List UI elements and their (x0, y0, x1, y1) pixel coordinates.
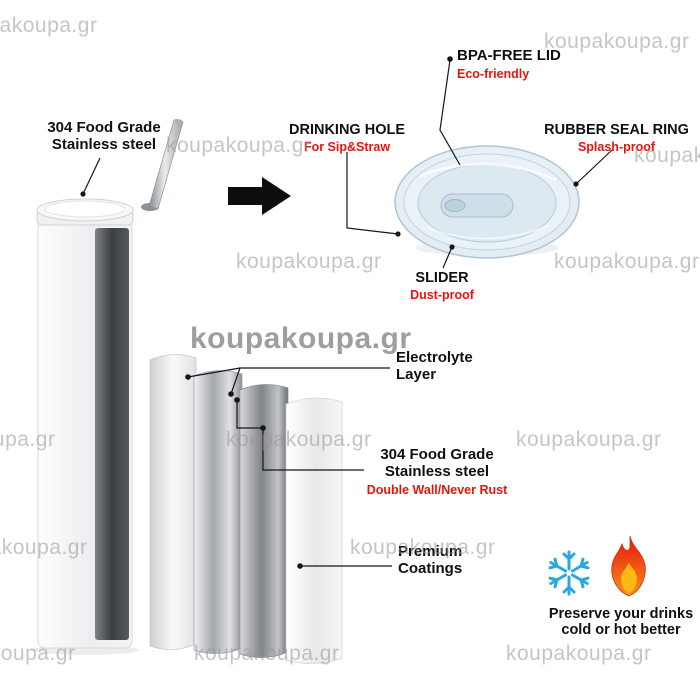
preserve-line2: cold or hot better (561, 622, 681, 639)
callout-slider: SLIDER Dust-proof (398, 270, 486, 302)
lid-top-view (394, 145, 580, 259)
callout-drinking-title: DRINKING HOLE (289, 122, 405, 138)
callout-bpa-subtitle: Eco-friendly (457, 66, 530, 81)
snowflake-icon (546, 550, 592, 596)
callout-drinking-subtitle: For Sip&Straw (303, 140, 391, 155)
callout-premium-line2: Coatings (398, 559, 463, 577)
callout-rubber-title: RUBBER SEAL RING (544, 122, 689, 138)
callout-steel-wall-subtitle: Double Wall/Never Rust (366, 482, 508, 497)
callout-premium-coatings: Premium Coatings (398, 543, 463, 578)
tumbler-illustration (31, 118, 184, 655)
inner-wall-cutaway (95, 228, 129, 640)
callout-steel-wall: 304 Food Grade Stainless steel Double Wa… (366, 446, 508, 497)
callout-electrolyte-line1: Electrolyte (396, 349, 473, 366)
callout-steel-wall-line1: 304 Food Grade (380, 446, 494, 463)
callout-steel-wall-line2: Stainless steel (384, 462, 490, 480)
callout-electrolyte-line2: Layer (396, 365, 437, 383)
flame-icon (602, 534, 656, 600)
layer-sheets (149, 354, 343, 664)
callout-rubber-subtitle: Splash-proof (577, 140, 656, 155)
callout-slider-title: SLIDER (415, 270, 469, 286)
connector-lines (82, 59, 613, 567)
preserve-caption: Preserve your drinks cold or hot better (542, 606, 700, 638)
callout-steel-top: 304 Food Grade Stainless steel (28, 119, 180, 154)
callout-bpa-free-lid: BPA-FREE LID Eco-friendly (457, 47, 561, 81)
preserve-line1: Preserve your drinks (548, 606, 694, 622)
callout-rubber-seal-ring: RUBBER SEAL RING Splash-proof (533, 122, 700, 154)
lid-drinking-hole (444, 199, 466, 212)
layer-sheet-steel-1 (193, 370, 243, 654)
callout-slider-subtitle: Dust-proof (410, 288, 474, 303)
callout-bpa-title: BPA-FREE LID (457, 47, 561, 64)
callout-premium-line1: Premium (398, 543, 463, 560)
callout-steel-top-line2: Stainless steel (51, 135, 157, 153)
connector-dots (80, 56, 579, 569)
right-arrow-icon (228, 177, 291, 215)
layer-sheet-outer (149, 354, 197, 650)
callout-drinking-hole: DRINKING HOLE For Sip&Straw (283, 122, 411, 154)
layer-sheet-coating (285, 397, 343, 664)
callout-electrolyte-layer: Electrolyte Layer (396, 349, 473, 384)
callout-steel-top-line1: 304 Food Grade (47, 119, 161, 136)
